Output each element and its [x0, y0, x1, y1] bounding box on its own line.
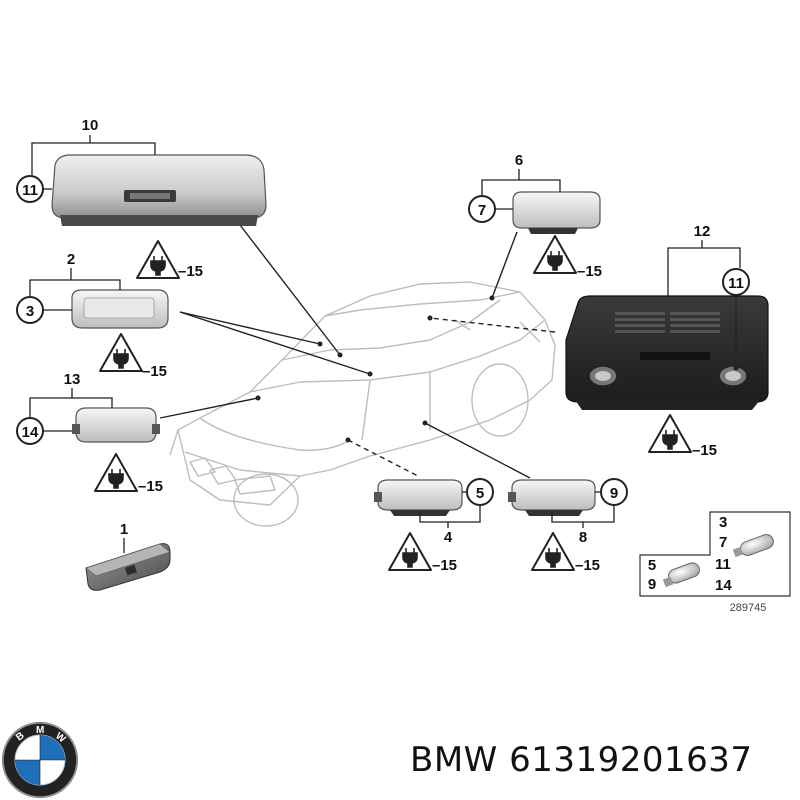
callout-13-label: 13: [64, 371, 81, 388]
warning-15-lamp4: –15: [388, 532, 457, 574]
bmw-logo: B M W: [2, 722, 78, 798]
lamp-8: [508, 479, 596, 516]
diagram-number: 289745: [730, 602, 767, 614]
callout-6-label: 6: [515, 152, 523, 169]
lamp-2: [71, 289, 169, 329]
svg-text:M: M: [36, 725, 44, 736]
callout-11-label: 11: [22, 182, 38, 199]
callout-10-label: 10: [82, 117, 99, 134]
bulb-legend-left-1: 9: [648, 576, 656, 593]
control-module-1: 1: [85, 521, 171, 591]
callout-13: 13 14: [16, 371, 113, 445]
warning-15-lamp8: –15: [531, 532, 600, 574]
callout-4: 5 4: [419, 478, 494, 546]
bulb-legend-left-0: 5: [648, 557, 656, 574]
bulb-legend-right-1: 7: [719, 534, 727, 551]
callout-2: 2 3: [16, 251, 121, 324]
callout-10: 10 11: [16, 117, 156, 203]
warning-15-lamp13: –15: [94, 453, 163, 495]
lamp-4: [374, 479, 463, 516]
car-outline: [169, 281, 556, 527]
callout-8-label: 8: [579, 529, 587, 546]
warning-15-label: –15: [577, 263, 602, 280]
warning-15-label: –15: [138, 478, 163, 495]
callout-11b-label: 11: [728, 275, 744, 292]
bulb-legend: 5 9 3 7 11 14 289745: [639, 511, 791, 614]
callout-6: 6 7: [468, 152, 561, 223]
warning-15-lamp6: –15: [533, 235, 602, 280]
warning-15-lamp10: –15: [136, 240, 203, 280]
bulb-festoon-icon-left: [662, 562, 700, 588]
callout-12-label: 12: [694, 223, 711, 240]
warning-15-label: –15: [142, 363, 167, 380]
part-caption: BMW 61319201637: [410, 740, 790, 790]
roof-console-12: [565, 295, 769, 410]
caption-part-number: 61319201637: [509, 740, 753, 780]
leader-lines: [159, 224, 556, 479]
bulb-legend-right-3: 14: [715, 577, 732, 594]
callout-14-label: 14: [22, 424, 39, 441]
callout-5-label: 5: [476, 485, 484, 502]
warning-15-lamp2: –15: [99, 333, 167, 380]
leader-dots: [255, 295, 495, 443]
callout-8: 9 8: [551, 478, 628, 546]
callout-12: 12 11: [667, 223, 750, 371]
warning-15-label: –15: [178, 263, 203, 280]
lamp-13: [72, 407, 160, 443]
reading-lamp-front: [51, 154, 267, 226]
bulb-festoon-icon-right: [732, 534, 774, 558]
lamp-6: [512, 191, 601, 234]
warning-15-label: –15: [575, 557, 600, 574]
callout-1-label: 1: [120, 521, 128, 538]
bulb-legend-right-2: 11: [715, 556, 731, 573]
callout-7-label: 7: [478, 202, 486, 219]
warning-15-label: –15: [692, 442, 717, 459]
callout-2-label: 2: [67, 251, 75, 268]
callout-9-label: 9: [610, 485, 618, 502]
callout-3-label: 3: [26, 303, 34, 320]
caption-brand: BMW: [410, 740, 498, 780]
warning-15-console: –15: [648, 414, 717, 459]
callout-4-label: 4: [444, 529, 453, 546]
bulb-legend-right-0: 3: [719, 514, 727, 531]
warning-15-label: –15: [432, 557, 457, 574]
